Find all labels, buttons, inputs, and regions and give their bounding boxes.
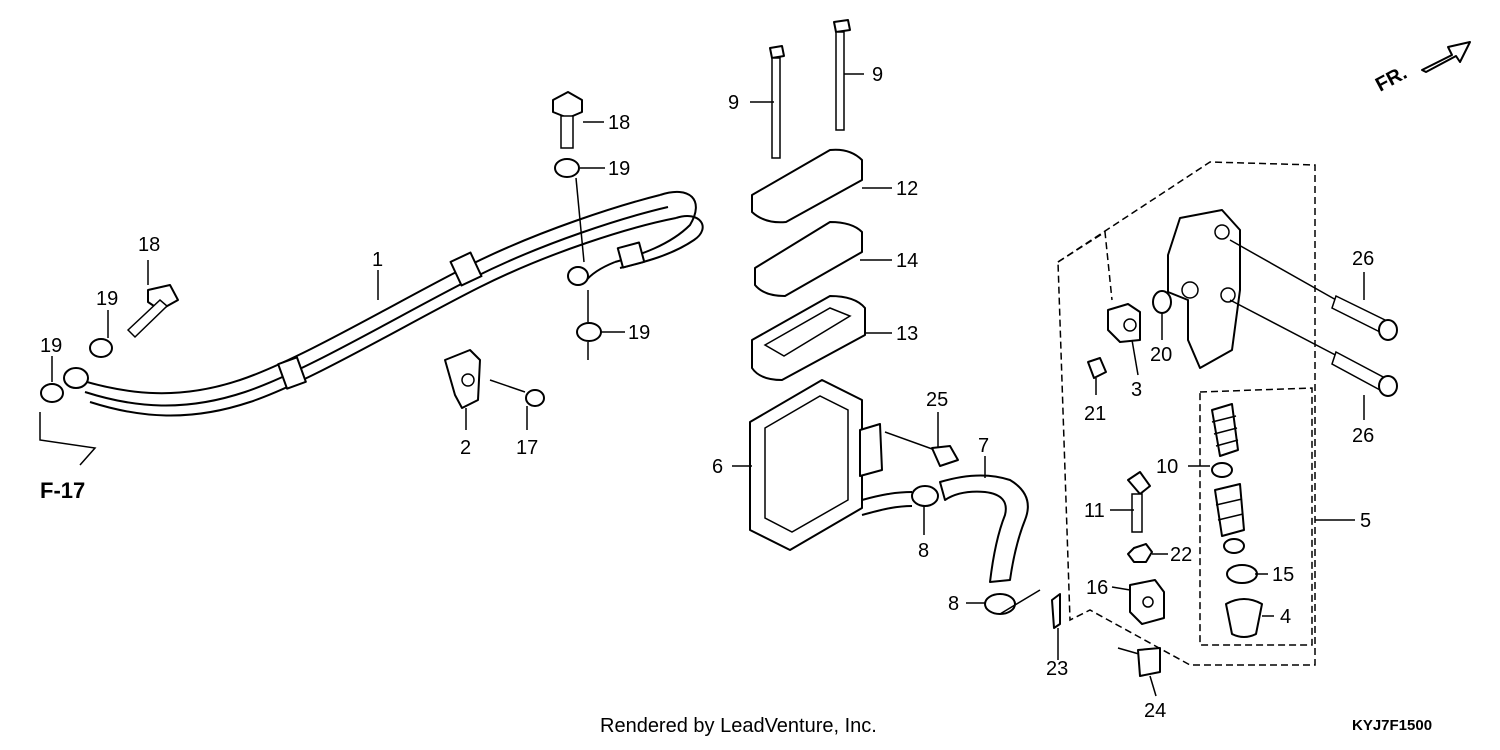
reservoir-bolt-long [833, 19, 851, 131]
reservoir-cap [751, 148, 863, 224]
boot [1225, 598, 1263, 638]
callout-19-left-inner: 19 [96, 288, 118, 310]
callout-18-upper: 18 [608, 112, 630, 134]
callout-1: 1 [372, 249, 383, 271]
callout-21: 21 [1084, 403, 1106, 425]
callout-14: 14 [896, 250, 918, 272]
callout-17: 17 [516, 437, 538, 459]
lock-nut [1127, 543, 1153, 563]
callout-11: 11 [1084, 500, 1105, 522]
clamp-screw [489, 379, 545, 407]
callout-3: 3 [1131, 379, 1142, 401]
front-direction-indicator: FR. [1372, 41, 1471, 97]
callout-13: 13 [896, 323, 918, 345]
reservoir-bolt-short [769, 45, 785, 159]
brake-hose [63, 190, 704, 417]
callout-19-left-outer: 19 [40, 335, 62, 357]
hose-clamp [444, 349, 481, 409]
reservoir-mount-bolt [884, 431, 959, 467]
reservoir-tank [749, 379, 913, 551]
reservoir-hose [939, 474, 1029, 583]
master-cylinder-body [1167, 209, 1241, 369]
joint-pin [1117, 647, 1161, 677]
banjo-bolt-upper [552, 91, 583, 149]
joint-fitting [1107, 303, 1141, 343]
front-direction-label: FR. [1372, 62, 1411, 97]
sealing-washer-upper [554, 158, 580, 178]
reference-f17: F-17 [40, 478, 85, 503]
callout-16: 16 [1086, 577, 1108, 599]
diaphragm-plate [754, 221, 863, 297]
sealing-washer-left-inner [89, 338, 113, 358]
callout-26-upper: 26 [1352, 248, 1374, 270]
callout-23: 23 [1046, 658, 1068, 680]
callout-2: 2 [460, 437, 471, 459]
callout-19-upper: 19 [608, 158, 630, 180]
callout-25: 25 [926, 389, 948, 411]
callout-12: 12 [896, 178, 918, 200]
sealing-washer-left-outer [40, 383, 64, 403]
callout-4: 4 [1280, 606, 1291, 628]
sealing-washer-lower [576, 322, 602, 342]
leader-lines [39, 73, 1365, 697]
callout-20: 20 [1150, 344, 1172, 366]
piston-seal [1226, 564, 1258, 584]
callout-26-lower: 26 [1352, 425, 1374, 447]
hose-clip-lower [984, 593, 1016, 615]
callout-19-lower: 19 [628, 322, 650, 344]
callout-24: 24 [1144, 700, 1166, 722]
callout-8-upper: 8 [918, 540, 929, 562]
hose-clip-upper [911, 485, 939, 507]
push-rod [1127, 471, 1151, 533]
diagram-code: KYJ7F1500 [1352, 717, 1432, 734]
callout-9-short: 9 [728, 92, 739, 114]
mount-bolt-lower [1229, 299, 1398, 397]
credit-text: Rendered by LeadVenture, Inc. [600, 715, 877, 737]
cotter-pin [1051, 593, 1061, 629]
piston-spring [1211, 403, 1239, 457]
callout-7: 7 [978, 435, 989, 457]
clevis [1129, 579, 1165, 625]
callout-10: 10 [1156, 456, 1178, 478]
piston [1214, 483, 1245, 537]
callout-5: 5 [1360, 510, 1371, 532]
joint-screw [1087, 357, 1107, 379]
callout-22: 22 [1170, 544, 1192, 566]
callout-8-lower: 8 [948, 593, 959, 615]
callout-numbers: 1 2 3 4 5 6 7 8 8 9 9 10 11 12 13 14 15 … [40, 64, 1374, 722]
callout-6: 6 [712, 456, 723, 478]
mount-bolt-upper [1229, 239, 1398, 341]
callout-9-long: 9 [872, 64, 883, 86]
callout-18-left: 18 [138, 234, 160, 256]
o-ring [1152, 290, 1172, 314]
callout-15: 15 [1272, 564, 1294, 586]
front-arrow-icon [1421, 41, 1471, 73]
banjo-bolt-left [126, 284, 179, 339]
